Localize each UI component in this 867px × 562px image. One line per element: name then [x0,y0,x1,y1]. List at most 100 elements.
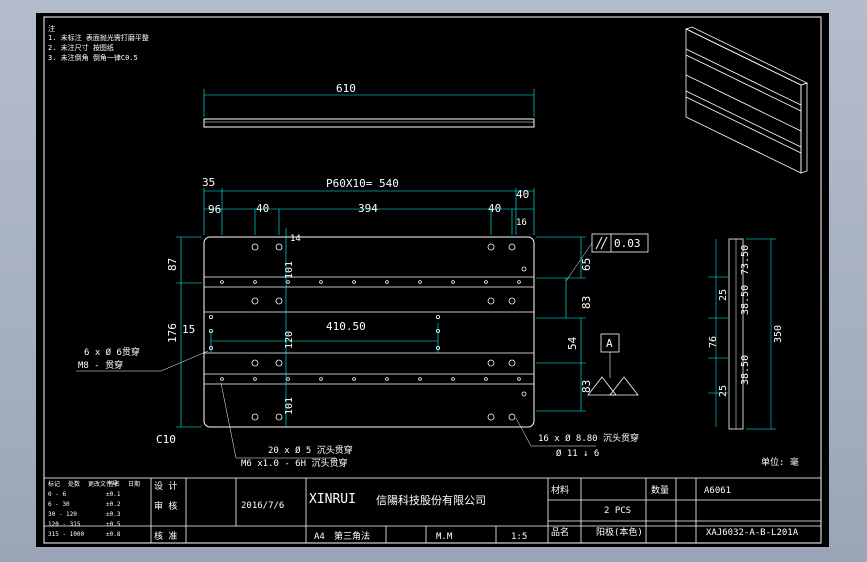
drawing-canvas[interactable]: 注 1. 未标注 表面抛光需打磨平整 2. 未注尺寸 按图纸 3. 未注倒角 倒… [36,13,829,547]
tolerance-range: 6 - 30 [48,501,70,508]
side-dim-25b: 25 [718,385,729,397]
dim-35: 35 [202,176,215,189]
side-dim-3850b: 38.50 [740,355,751,385]
thread-hole [319,377,323,381]
dimension-lines [176,188,586,428]
parallel-value: 0.03 [614,237,641,250]
thread-hole [352,280,356,284]
tolerance-value: ±0.5 [106,521,121,528]
counterbore-hole [508,413,516,421]
tb-approved: 核 准 [154,530,177,542]
top-view: 610 [203,82,535,128]
tb-qty-label: 数量 [651,484,669,496]
thread-hole [385,280,389,284]
plate-holes [208,243,527,421]
dim-54: 54 [566,336,579,350]
dim-410: 410.50 [326,320,366,333]
thread-hole [352,377,356,381]
through-hole [435,314,440,319]
thread-hole [418,377,422,381]
cad-drawing: 注 1. 未标注 表面抛光需打磨平整 2. 未注尺寸 按图纸 3. 未注倒角 倒… [43,16,822,544]
pin-hole [521,391,527,397]
title-block [43,477,822,544]
front-view [203,236,535,428]
counterbore-hole [275,413,283,421]
datum-a: A [587,333,639,396]
thread-hole [253,377,257,381]
tolerance-value: ±0.8 [106,531,121,538]
tb-name-value: 阳极(本色) [596,526,643,538]
thread-hole [418,280,422,284]
dimension-texts: P60X10= 540 35 40 96 40 394 40 16 14 87 … [156,176,593,446]
counterbore-hole [487,243,495,251]
counterbore-hole [275,243,283,251]
counterbore-hole [508,297,516,305]
dim-83-b: 83 [580,380,593,393]
counterbore-hole [251,297,259,305]
counterbore-hole [487,413,495,421]
thread-hole [451,377,455,381]
dim-16: 16 [516,218,527,228]
thread-hole [286,280,290,284]
counterbore-hole [487,359,495,367]
general-notes: 注 1. 未标注 表面抛光需打磨平整 2. 未注尺寸 按图纸 3. 未注倒角 倒… [48,24,149,62]
counterbore-hole [275,359,283,367]
dim-c10: C10 [156,433,176,446]
thread-hole [484,280,488,284]
counterbore-hole [251,413,259,421]
callout-right: 16 x Ø 8.80 沉头贯穿 [538,432,639,444]
thread-hole [319,280,323,284]
dim-40-b: 40 [488,202,501,215]
parallelism-frame: 0.03 [565,233,649,282]
dim-87: 87 [166,258,179,271]
tb-material: A6061 [704,486,731,496]
dim-120: 120 [284,331,295,349]
pin-hole [521,266,527,272]
callout-right-sub: Ø 11 ↓ 6 [556,448,599,459]
revision-header: 标记 [48,480,60,488]
revision-header: 日期 [128,480,140,488]
tb-date: 2016/7/6 [241,501,284,511]
thread-hole [286,377,290,381]
thread-hole [484,377,488,381]
counterbore-hole [275,297,283,305]
tolerance-range: 315 - 1000 [48,531,85,538]
isometric-view [684,26,809,174]
dim-176: 176 [166,323,179,343]
tb-material-label: 材料 [551,484,569,496]
unit-note: 单位: 毫 [761,456,799,468]
tb-qty: 2 PCS [604,506,631,516]
dim-40-top: 40 [516,188,529,201]
callout-left-sub: M8 - 贯穿 [78,359,123,371]
dim-394: 394 [358,202,378,215]
tb-name-label: 品名 [551,526,569,538]
tolerance-range: 0 - 6 [48,491,66,498]
tb-drawn: 设 计 [154,480,177,492]
callout-bottom: 20 x Ø 5 沉头贯穿 [268,444,353,456]
revision-header: 更改文件号 [88,480,118,488]
tb-paper: A4 [314,532,325,542]
thread-hole [385,377,389,381]
datum-label: A [606,337,613,350]
note-2: 2. 未注尺寸 按图纸 [48,43,114,52]
drawing-border [43,16,822,544]
dim-pitch: P60X10= 540 [326,177,399,190]
dim-83-a: 83 [580,296,593,309]
thread-hole [220,377,224,381]
revision-header: 处数 [68,480,80,488]
dim-40-a: 40 [256,202,269,215]
side-dim-7350: 73.50 [740,245,751,275]
dim-96: 96 [208,203,221,216]
tolerance-range: 120 - 315 [48,521,81,528]
tolerance-value: ±0.2 [106,501,121,508]
tolerance-value: ±0.1 [106,491,121,498]
title-block-texts: 设 计 审 核 核 准 2016/7/6 XINRUI 信陽科技股份有限公司 A… [154,480,799,542]
side-view: 73.50 25 38.50 76 38.50 25 350 [708,238,784,430]
tb-company-cn: 信陽科技股份有限公司 [376,493,486,507]
dim-101-b: 101 [284,397,295,415]
callout-bottom-sub: M6 x1.0 - 6H 沉头贯穿 [241,457,347,469]
dim-65: 65 [580,258,593,271]
dim-610: 610 [336,82,356,95]
tb-company-en: XINRUI [309,492,356,507]
